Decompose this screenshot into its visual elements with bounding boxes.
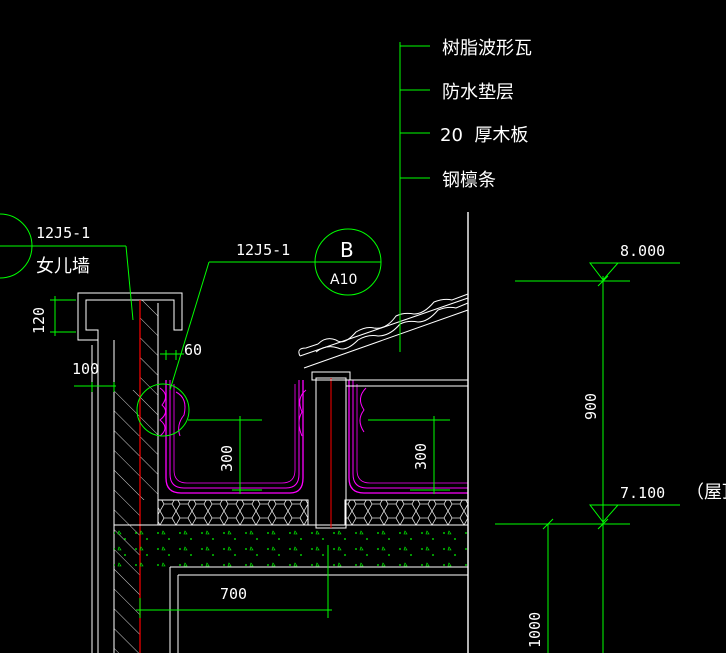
gutter-left (157, 380, 309, 526)
dim-120 (50, 296, 76, 336)
dim-300-left-text: 300 (218, 445, 236, 472)
dim-1000 (542, 518, 554, 653)
dim-700 (136, 545, 332, 618)
gutter-right (298, 380, 469, 526)
layer-label-2: 防水垫层 (442, 82, 514, 103)
elevation-8000-text: 8.000 (620, 242, 665, 260)
layer-label-1: 树脂波形瓦 (442, 38, 532, 59)
dim-900 (597, 275, 609, 653)
dim-60 (160, 350, 184, 360)
elevation-7100-text: 7.100 (620, 484, 665, 502)
elevation-note: （屋顶 (686, 482, 726, 503)
dim-700-text: 700 (220, 585, 247, 603)
detail-sheet: A10 (330, 272, 357, 288)
parapet-name: 女儿墙 (36, 256, 90, 277)
dim-300-left (188, 416, 262, 494)
steel-support (311, 371, 468, 529)
layer-leader (399, 42, 430, 352)
dim-900-text: 900 (582, 393, 600, 420)
elevation-8000 (515, 262, 680, 282)
detail-code: 12J5-1 (236, 241, 290, 259)
dim-100 (74, 382, 116, 392)
dim-1000-text: 1000 (526, 612, 544, 648)
dim-60-text: 60 (184, 341, 202, 359)
detail-reference (136, 228, 382, 437)
dim-300-right-text: 300 (412, 443, 430, 470)
layer-label-3: 20 厚木板 (440, 125, 528, 146)
roof-tile (298, 293, 469, 369)
dim-100-text: 100 (72, 360, 99, 378)
dim-300-right (368, 416, 450, 494)
parapet-code: 12J5-1 (36, 224, 90, 242)
parapet-reference (0, 213, 134, 321)
detail-mark: B (340, 238, 354, 262)
elevation-7100 (495, 504, 680, 525)
layer-label-4: 钢檩条 (442, 170, 496, 191)
dim-120-text: 120 (30, 307, 48, 334)
